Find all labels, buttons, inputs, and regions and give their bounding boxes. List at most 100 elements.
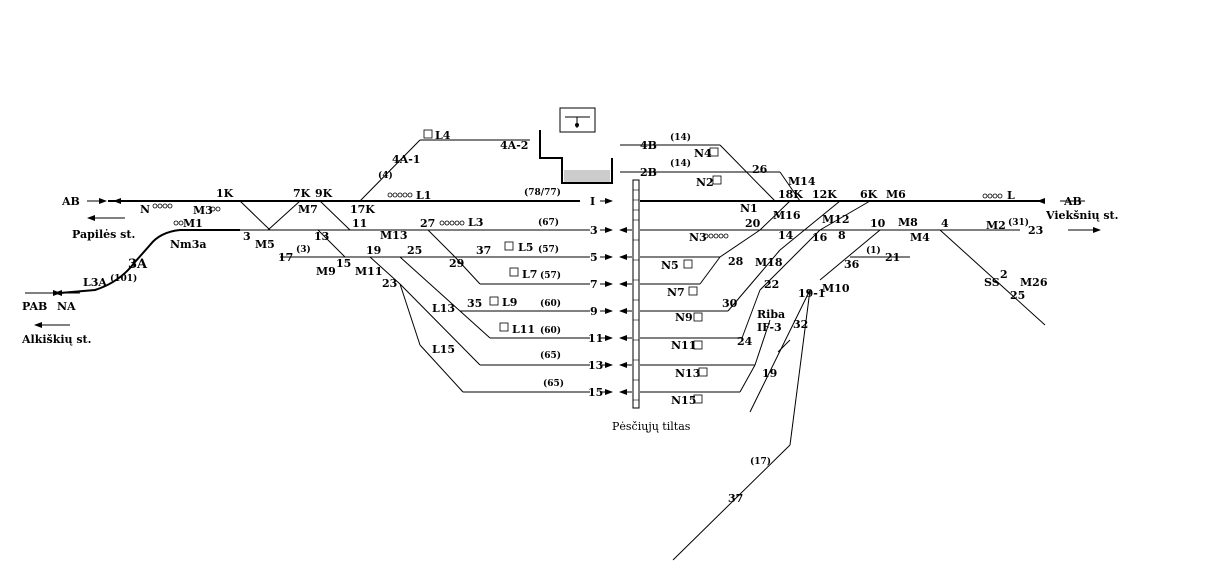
conn-37 bbox=[454, 256, 481, 285]
track-4b-label: 4B bbox=[640, 139, 657, 152]
conn-7k bbox=[267, 200, 301, 231]
cap-1: (1) bbox=[866, 245, 881, 256]
sig-N13: N13 bbox=[675, 367, 700, 380]
sig-N11: N11 bbox=[671, 339, 696, 352]
sig-N7: N7 bbox=[667, 286, 685, 299]
sw-19b: 19 bbox=[762, 367, 777, 380]
sw-12K: 12K bbox=[812, 188, 837, 201]
cap-4: (4) bbox=[378, 170, 393, 181]
sw-27: 27 bbox=[420, 217, 435, 230]
track-3a-curve bbox=[59, 229, 240, 294]
track-7-label: 7 bbox=[590, 278, 598, 291]
sw-15: 15 bbox=[336, 257, 351, 270]
sig-L5: L5 bbox=[518, 241, 533, 254]
sw-25b: 25 bbox=[1010, 289, 1025, 302]
bridge-label: Pėsčiųjų tiltas bbox=[612, 420, 691, 433]
conn-27-29 bbox=[427, 229, 456, 258]
cap-3: (3) bbox=[296, 244, 311, 255]
sw-18K: 18K bbox=[778, 188, 803, 201]
sig-M3: M3 bbox=[193, 204, 213, 217]
riba-line1: Riba bbox=[757, 308, 785, 321]
sig-M16: M16 bbox=[773, 209, 801, 222]
vieksniu-label: Viekšnių st. bbox=[1045, 209, 1118, 222]
sig-N9: N9 bbox=[675, 311, 693, 324]
cap-17: (17) bbox=[750, 456, 771, 467]
sw-19: 19 bbox=[366, 244, 381, 257]
sig-3A: 3A bbox=[128, 257, 148, 272]
sw-6K: 6K bbox=[860, 188, 878, 201]
signal-glyphs bbox=[152, 129, 1003, 404]
sw-9K: 9K bbox=[315, 187, 333, 200]
track-17-label: 17 bbox=[278, 251, 293, 264]
sw-8: 8 bbox=[838, 229, 846, 242]
track-5-label: 5 bbox=[590, 251, 598, 264]
sig-M10: M10 bbox=[822, 282, 850, 295]
sw-36: 36 bbox=[844, 258, 860, 271]
sig-N3: N3 bbox=[689, 231, 707, 244]
sig-M1: M1 bbox=[183, 217, 203, 230]
track-I-label: I bbox=[590, 195, 595, 208]
sig-N5: N5 bbox=[661, 259, 679, 272]
conn-35 bbox=[459, 310, 491, 339]
sig-L: L bbox=[1007, 189, 1015, 202]
conn-19-23 bbox=[369, 256, 401, 285]
cap-31: (31) bbox=[1008, 217, 1029, 228]
sig-L3: L3 bbox=[468, 216, 483, 229]
ab-left-label: AB bbox=[61, 195, 80, 208]
sig-M4: M4 bbox=[910, 231, 930, 244]
track-2b-label: 2B bbox=[640, 166, 657, 179]
track-4a1-label: 4A-1 bbox=[392, 153, 420, 166]
sw-2: 2 bbox=[1000, 268, 1008, 281]
sw-28: 28 bbox=[728, 255, 744, 268]
sw-14: 14 bbox=[778, 229, 794, 242]
track-19-1 bbox=[749, 289, 811, 413]
sig-N1: N1 bbox=[740, 202, 758, 215]
sig-Nm3a: Nm3a bbox=[170, 238, 206, 251]
sw-24: 24 bbox=[737, 335, 753, 348]
sw-35: 35 bbox=[467, 297, 482, 310]
cap-7877: (78/77) bbox=[524, 187, 561, 198]
sw-26: 26 bbox=[752, 163, 768, 176]
cap-60a: (60) bbox=[540, 298, 561, 309]
conn-13 bbox=[317, 229, 346, 258]
sig-L3A: L3A bbox=[83, 276, 107, 289]
conn-24 bbox=[754, 319, 771, 366]
sig-N2: N2 bbox=[696, 176, 714, 189]
track-4a2-label: 4A-2 bbox=[500, 139, 528, 152]
cap-65b: (65) bbox=[543, 378, 564, 389]
papiles-label: Papilės st. bbox=[72, 228, 135, 241]
cap-57a: (57) bbox=[538, 244, 559, 255]
sw-7K: 7K bbox=[293, 187, 311, 200]
sig-M18: M18 bbox=[755, 256, 783, 269]
conn-24b bbox=[739, 364, 756, 393]
conn-20 bbox=[759, 200, 791, 231]
conn-25 bbox=[399, 256, 461, 312]
alkiskiu-label: Alkiškių st. bbox=[21, 333, 91, 346]
track-3-label: 3 bbox=[590, 224, 598, 237]
conn-l13 bbox=[399, 283, 481, 366]
sig-L11: L11 bbox=[512, 323, 535, 336]
sig-M5: M5 bbox=[255, 238, 275, 251]
platform-profile bbox=[539, 130, 613, 184]
conn-1k-3 bbox=[239, 200, 271, 231]
sw-4: 4 bbox=[941, 217, 949, 230]
track-15-label: 15 bbox=[588, 386, 603, 399]
sig-M11: M11 bbox=[355, 265, 382, 278]
sw-22: 22 bbox=[764, 278, 779, 291]
sig-NA: NA bbox=[57, 300, 76, 313]
cap-101: (101) bbox=[110, 273, 137, 284]
pab-label: PAB bbox=[22, 300, 47, 313]
sig-N4: N4 bbox=[694, 147, 712, 160]
sw-19-1: 19-1 bbox=[798, 287, 826, 300]
sw-32: 32 bbox=[793, 318, 808, 331]
sw-37b: 37 bbox=[728, 492, 743, 505]
conn-9k bbox=[319, 200, 351, 231]
track-21-label: 21 bbox=[885, 251, 900, 264]
sw-25: 25 bbox=[407, 244, 422, 257]
sig-M7: M7 bbox=[298, 203, 318, 216]
sig-L4: L4 bbox=[435, 129, 451, 142]
sw-20: 20 bbox=[745, 217, 761, 230]
track-9-label: 9 bbox=[590, 305, 598, 318]
sig-M2: M2 bbox=[986, 219, 1006, 232]
track-32 bbox=[789, 289, 811, 446]
